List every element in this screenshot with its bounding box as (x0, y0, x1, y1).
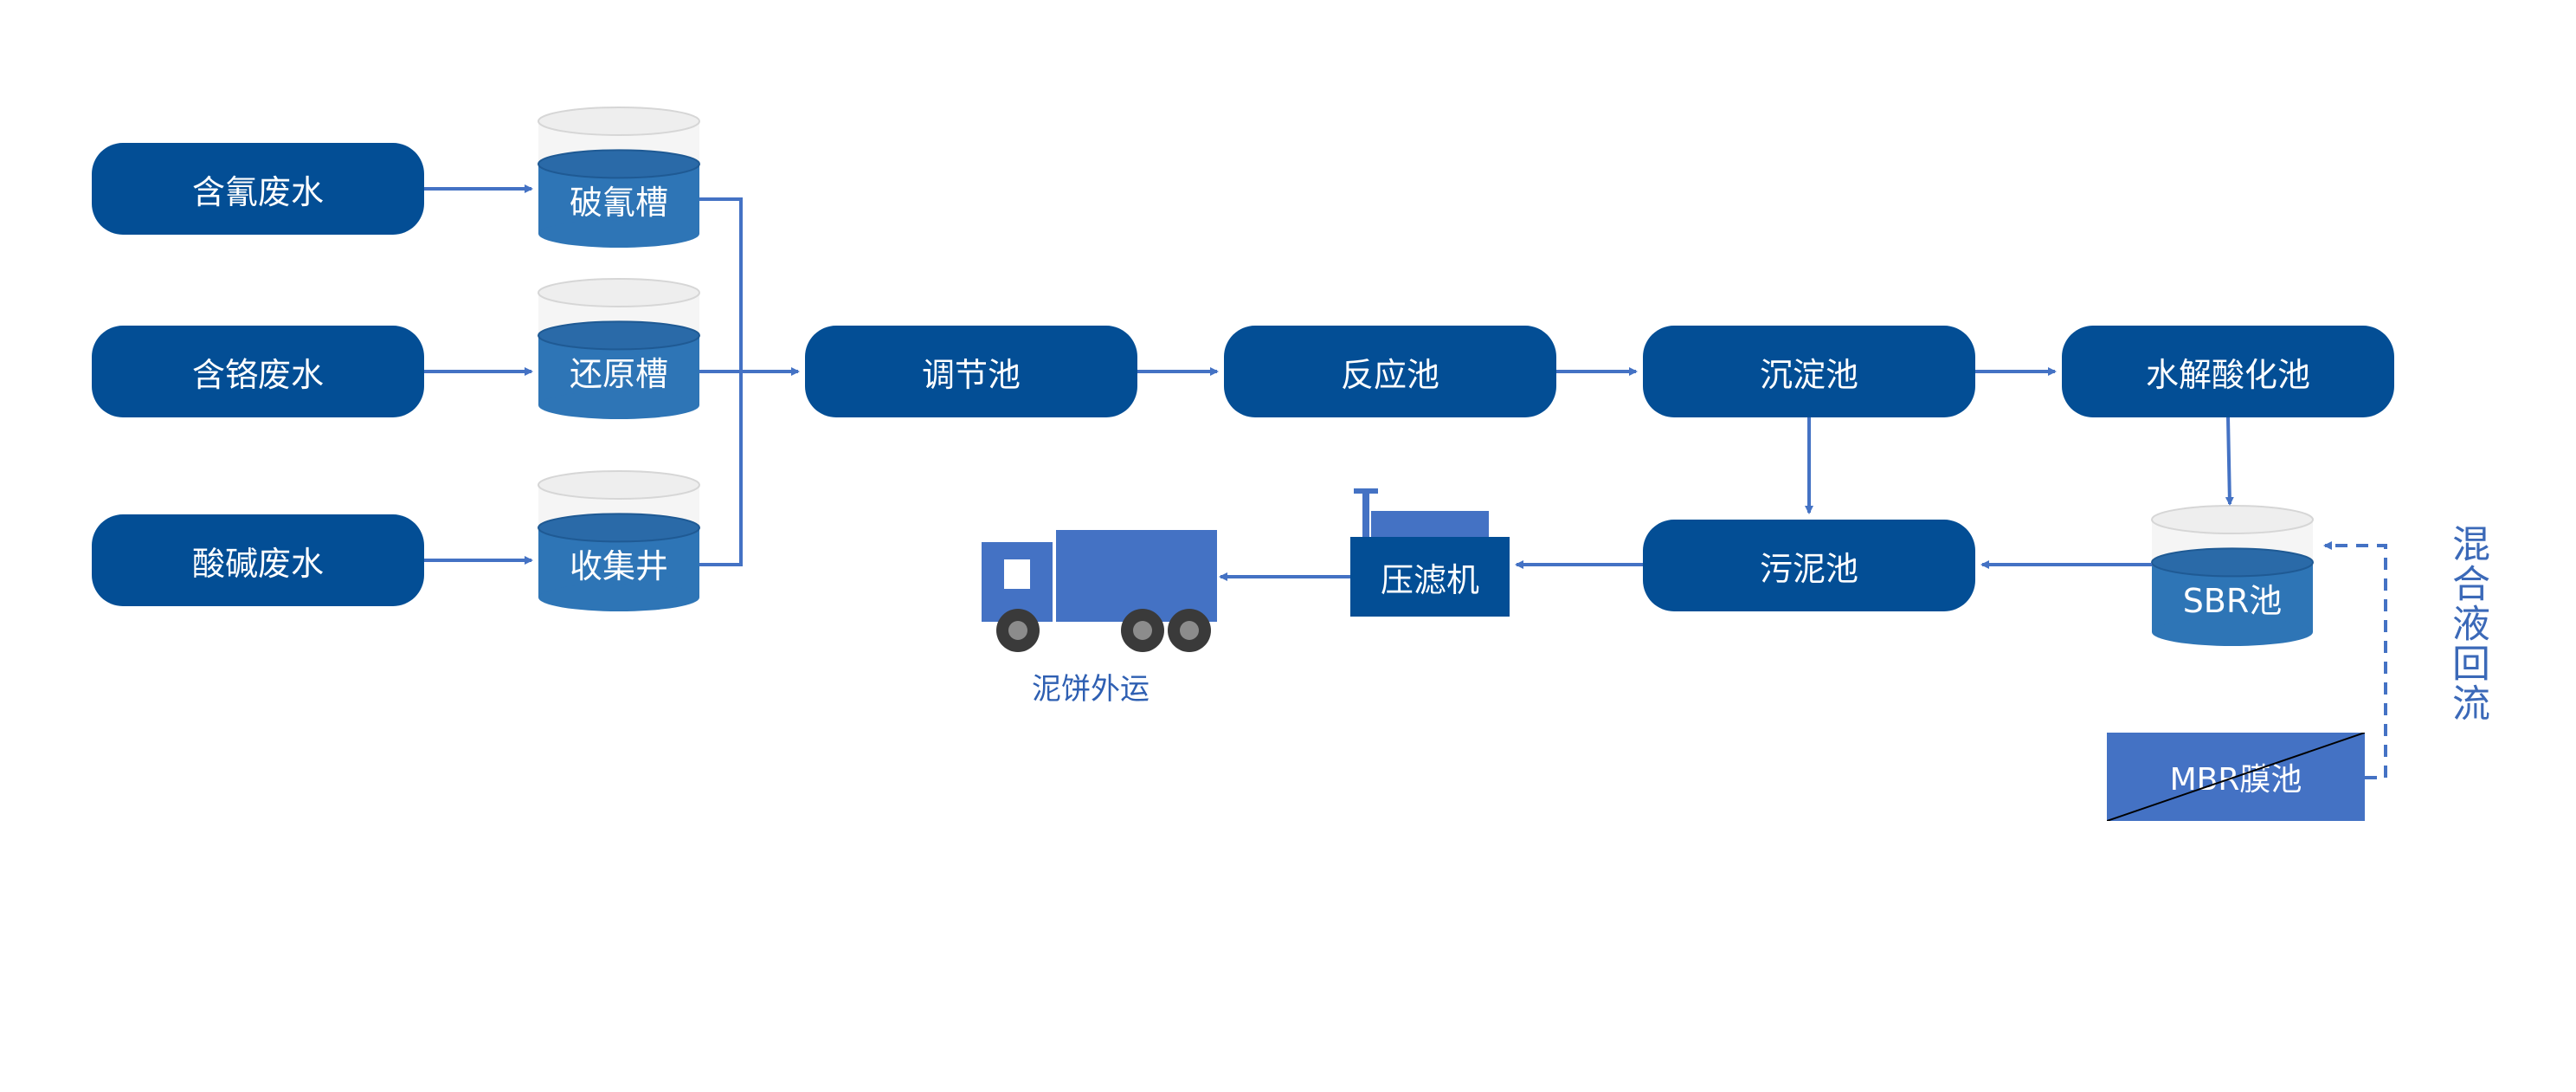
node-equalization-tank: 调节池 (805, 326, 1137, 417)
tank-reduction-bottom (538, 391, 699, 419)
tank-collection-well-surface (538, 513, 700, 543)
filter-press: 压滤机 (1350, 537, 1510, 617)
tank-sbr-top (2151, 505, 2314, 534)
node-sedimentation-tank: 沉淀池 (1643, 326, 1975, 417)
recycle-flow-annotation: 混合液回流 (2445, 524, 2489, 723)
node-cyanide-wastewater: 含氰废水 (92, 143, 424, 235)
recycle-dashed-arrow (2323, 541, 2387, 779)
node-reaction-tank: 反应池 (1224, 326, 1556, 417)
mbr-diagonal-line (2107, 733, 2365, 821)
tank-reduction-top (538, 278, 700, 307)
merge-bracket (699, 197, 743, 566)
tank-reduction-surface (538, 320, 700, 351)
tank-sbr-label: SBR池 (2182, 581, 2283, 620)
tank-cyanide-breaking-surface (538, 149, 700, 179)
tank-collection-well-bottom (538, 584, 699, 611)
press-chimney (1362, 492, 1369, 537)
truck-hub-1 (1008, 621, 1027, 640)
mbr-membrane-tank: MBR膜池 (2107, 733, 2365, 821)
node-hydrolysis-tank: 水解酸化池 (2062, 326, 2394, 417)
truck-cargo-box (1056, 530, 1217, 622)
arrow-hydrolysis-to-sbr (2225, 417, 2234, 506)
press-chimney-cap (1354, 488, 1378, 494)
tank-collection-well-top (538, 470, 700, 500)
tank-cyanide-breaking-bottom (538, 220, 699, 248)
truck-hub-2 (1133, 621, 1152, 640)
node-chromium-wastewater: 含铬废水 (92, 326, 424, 417)
sludge-cake-export-caption: 泥饼外运 (1032, 671, 1150, 707)
press-top-block (1371, 511, 1489, 537)
truck-window (1004, 559, 1030, 589)
tank-cyanide-breaking-label: 破氰槽 (569, 183, 668, 222)
node-acid-alkali-wastewater: 酸碱废水 (92, 514, 424, 606)
tank-reduction-label: 还原槽 (569, 354, 668, 393)
tank-collection-well-label: 收集井 (569, 546, 668, 585)
node-sludge-tank: 污泥池 (1643, 520, 1975, 611)
tank-sbr-bottom (2152, 618, 2313, 646)
tank-cyanide-breaking-top (538, 107, 700, 136)
truck-hub-3 (1180, 621, 1199, 640)
tank-sbr-surface (2151, 547, 2314, 578)
